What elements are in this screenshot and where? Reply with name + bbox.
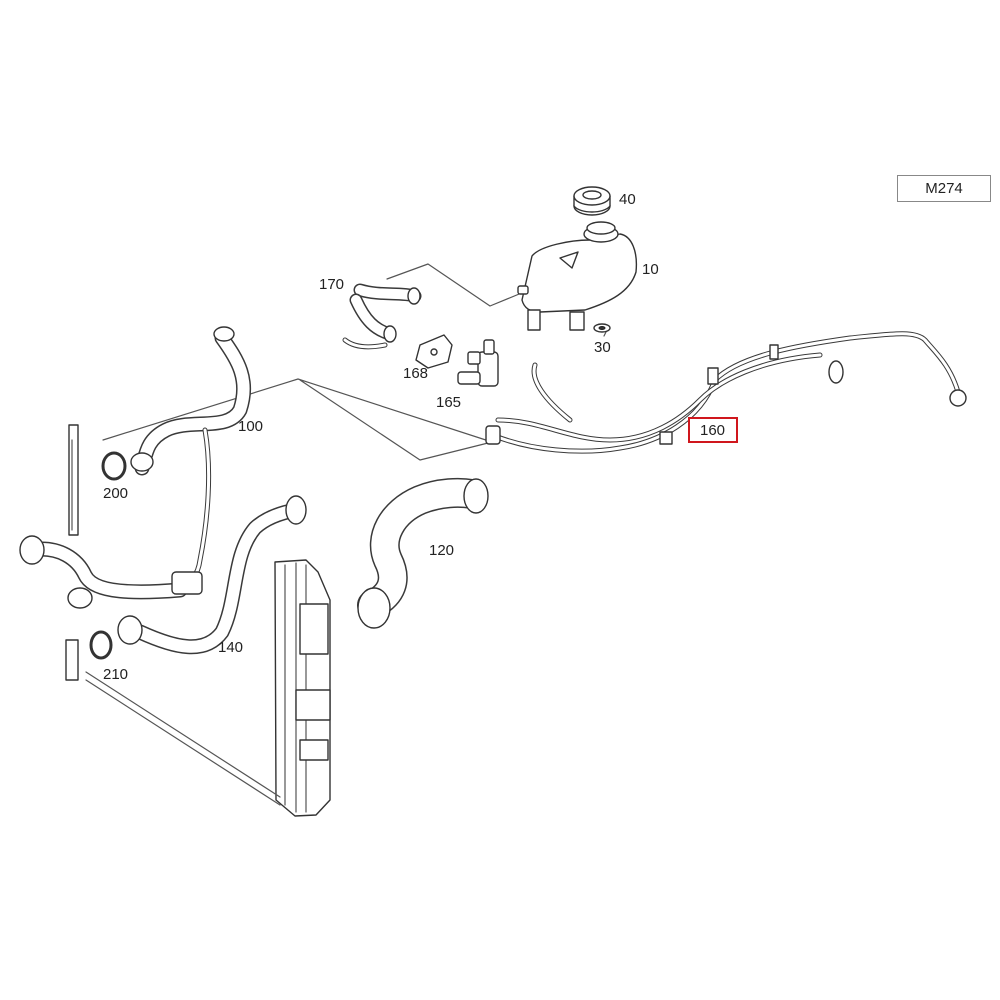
part-30-drawing bbox=[593, 323, 611, 333]
part-label-170[interactable]: 170 bbox=[319, 276, 345, 293]
part-label-200[interactable]: 200 bbox=[103, 485, 129, 502]
part-label-30[interactable]: 30 bbox=[594, 339, 611, 356]
cap-40-drawing bbox=[573, 186, 611, 216]
hose-100-drawing bbox=[19, 326, 252, 609]
hose-160-drawing bbox=[485, 331, 967, 454]
part-label-10[interactable]: 10 bbox=[642, 261, 659, 278]
part-label-100[interactable]: 100 bbox=[238, 418, 264, 435]
leader-100-to-160 bbox=[102, 378, 493, 461]
part-label-40[interactable]: 40 bbox=[619, 191, 636, 208]
rings-drawing bbox=[89, 451, 127, 660]
part-label-168[interactable]: 168 bbox=[403, 365, 429, 382]
hose-120-drawing bbox=[357, 477, 489, 629]
engine-code-box: M274 bbox=[897, 175, 991, 202]
part-label-120[interactable]: 120 bbox=[429, 542, 455, 559]
valve-165-drawing bbox=[457, 339, 499, 387]
part-label-165[interactable]: 165 bbox=[436, 394, 462, 411]
leader-170-to-tank bbox=[386, 263, 525, 307]
part-label-160[interactable]: 160 bbox=[688, 417, 739, 443]
hose-170-drawing bbox=[342, 283, 422, 350]
part-label-140[interactable]: 140 bbox=[218, 639, 244, 656]
part-label-210[interactable]: 210 bbox=[103, 666, 129, 683]
bracket-168-drawing bbox=[415, 334, 453, 369]
expansion-tank-drawing bbox=[517, 221, 638, 331]
radiator-drawing bbox=[65, 424, 331, 817]
hose-140-drawing bbox=[117, 495, 307, 655]
